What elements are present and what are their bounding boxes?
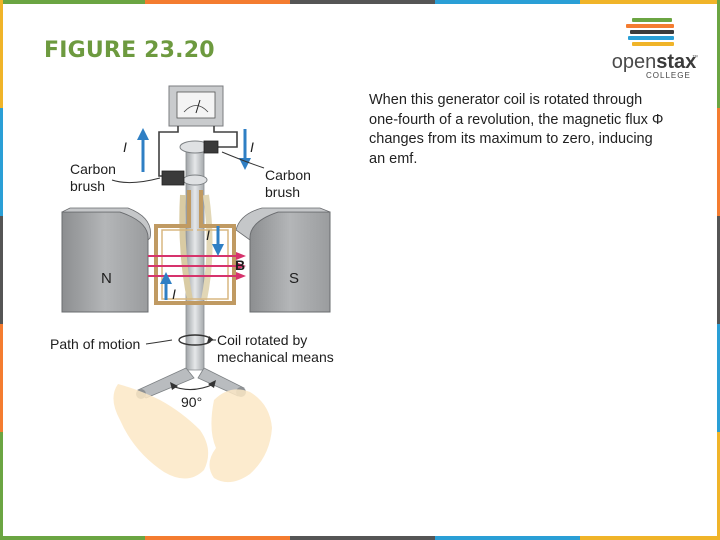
frame-bar [717,216,720,324]
current-arrow-head [212,244,224,256]
right-hand [209,389,272,483]
frame-bar [0,536,145,540]
leader-line-left-brush [111,177,161,184]
frame-bar [435,0,580,4]
angle-label: 90° [181,394,202,410]
frame-bar [580,0,720,4]
current-arrow-head [137,128,149,140]
coil-rotated-label-line2: mechanical means [217,349,334,365]
wire-left [158,126,179,177]
current-label-coil-lower: I [172,286,176,302]
meter-needle [195,99,201,114]
logo-word-light: open [611,51,657,73]
wire-right [213,126,238,148]
openstax-logo: openstax ™ COLLEGE [606,18,702,80]
north-pole-magnet [61,207,151,313]
logo-stripe [632,18,672,22]
logo-stripe [630,30,674,34]
logo-trademark: ™ [692,55,698,61]
frame-bar [0,108,3,216]
galvanometer [168,85,224,127]
slip-ring-lower [182,174,208,186]
angle-arc-arrow [170,382,178,390]
frame-bar [145,0,290,4]
current-label-coil-upper: I [206,227,210,243]
field-label: B [235,257,245,273]
frame-bar [717,432,720,540]
figure-caption: When this generator coil is rotated thro… [369,92,664,167]
circuit-wires [158,126,238,177]
current-arrow-head [239,158,251,170]
frame-bar [717,0,720,108]
field-line-arrow [236,252,246,260]
frame-bar [435,536,580,540]
current-arrow-coil-upper [212,226,224,256]
magnetic-field-lines [148,252,246,280]
slip-rings [179,140,211,186]
south-pole-top [235,207,331,241]
frame-bar [717,108,720,216]
current-arrow-head [160,272,172,284]
frame-bar [0,324,3,432]
north-pole-body [61,211,149,313]
leader-line-right-brush [221,151,265,169]
frame-bar [145,536,290,540]
logo-stripe [632,42,674,46]
meter-scale [183,105,209,113]
north-pole-label: N [101,270,112,287]
frame-bar [0,432,3,540]
frame-bar [717,324,720,432]
logo-stripe [628,36,674,40]
north-pole-top [61,207,151,242]
logo-subtitle: COLLEGE [646,71,691,80]
frame-bar [0,0,145,4]
current-arrow-right [239,129,251,170]
angle-arc-arrow [208,380,216,388]
current-arrow-coil-lower [160,272,172,300]
frame-bar [290,536,435,540]
leader-lines [111,151,265,345]
coil-rotated-label-line1: Coil rotated by [217,332,307,348]
generator-coil [154,190,236,305]
field-line-arrow [236,262,246,270]
logo-word-bold: stax [656,51,697,73]
south-pole-label: S [289,270,299,287]
frame-bar [290,0,435,4]
leader-line-path [145,339,173,345]
south-pole-magnet [235,207,331,313]
carbon-brush-left-label-line2: brush [70,178,105,194]
carbon-brush-left [161,170,185,186]
coil-loop-front [154,190,236,305]
frame-bar [0,0,3,108]
logo-stripe [626,24,674,28]
current-label-right: I [250,139,254,155]
current-arrow-left [137,128,149,172]
figure-title: FIGURE 23.20 [44,38,215,63]
coil-loop-inner [161,229,229,300]
meter-face [176,91,216,119]
carbon-brush-right [203,140,219,154]
left-hand [113,384,209,479]
carbon-brush-right-label-line2: brush [265,184,300,200]
coil-loop-back [201,194,213,301]
path-of-motion-label: Path of motion [50,336,140,352]
frame-bar [580,536,720,540]
coil-loop-back [179,194,193,301]
current-label-left: I [123,139,127,155]
field-line-arrow [236,272,246,280]
frame-bar [0,216,3,324]
logo-wordmark: openstax [606,52,702,72]
carbon-brush-right-label-line1: Carbon [265,167,311,183]
carbon-brush-left-label-line1: Carbon [70,161,116,177]
south-pole-body [249,211,331,313]
